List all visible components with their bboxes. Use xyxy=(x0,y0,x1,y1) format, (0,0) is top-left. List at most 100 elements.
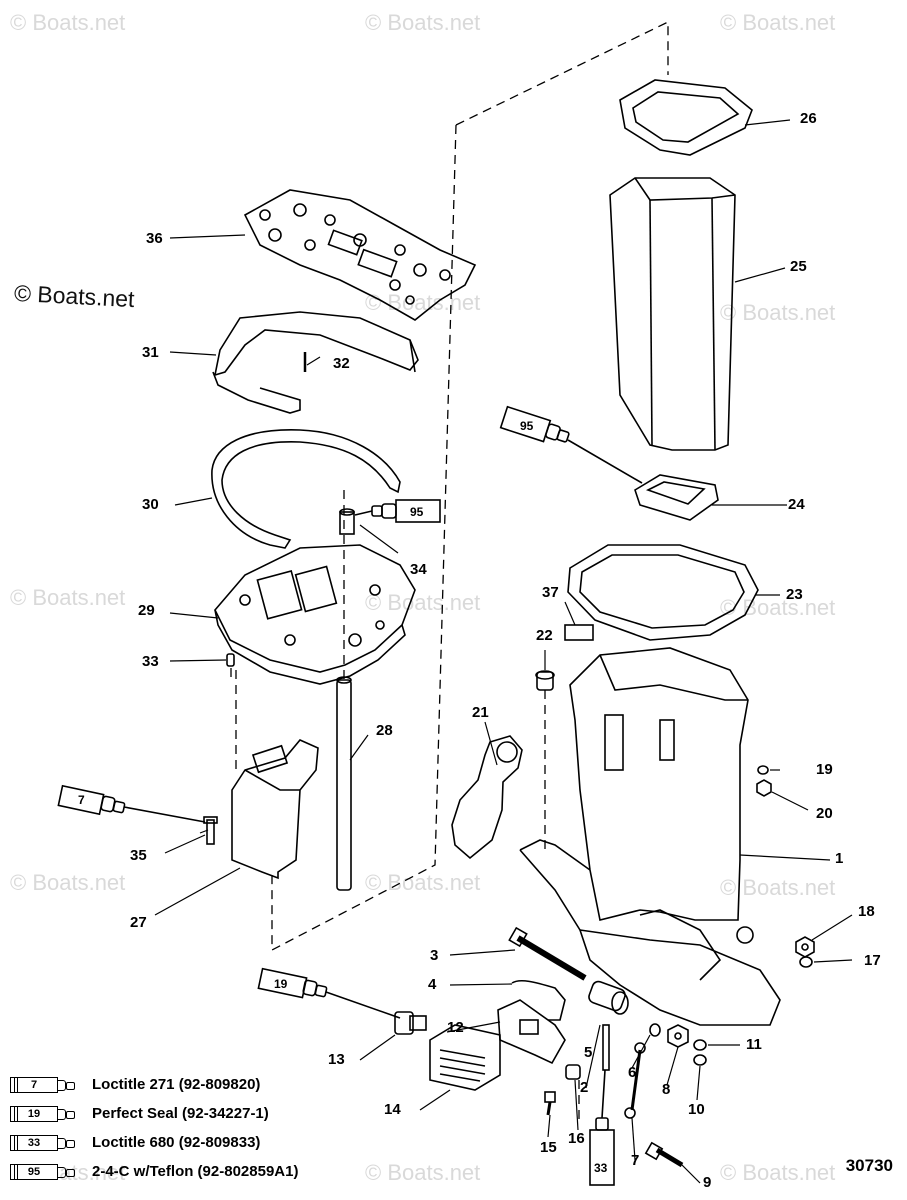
part-label-4: 4 xyxy=(428,976,437,993)
washer-19 xyxy=(757,765,769,775)
legend-row: 33 Loctitle 680 (92-809833) xyxy=(10,1128,340,1157)
part-label-36: 36 xyxy=(146,230,163,247)
washer-17 xyxy=(799,956,813,968)
part-label-10: 10 xyxy=(688,1101,705,1118)
tube-callout-33: 33 xyxy=(594,1161,608,1175)
leader-lines xyxy=(154,119,853,1184)
tube-callout-19: 19 xyxy=(274,977,288,991)
sealant-tube-19 xyxy=(257,967,401,1019)
legend-row: 7 Loctitle 271 (92-809820) xyxy=(10,1070,340,1099)
sealant-tube-icon: 19 xyxy=(10,1105,76,1122)
seal-strip-31 xyxy=(212,311,419,414)
sleeve-34 xyxy=(339,508,355,535)
assembly-dashed-lines xyxy=(230,20,669,1125)
watermark: © Boats.net xyxy=(365,590,481,615)
rod-2 xyxy=(602,1024,610,1071)
figure-number: 30730 xyxy=(845,1156,893,1175)
gasket-23 xyxy=(567,544,759,641)
part-label-29: 29 xyxy=(138,602,155,619)
part-label-5: 5 xyxy=(584,1044,593,1061)
nut-18 xyxy=(795,936,815,958)
dowel-33 xyxy=(226,653,235,667)
part-label-26: 26 xyxy=(800,110,817,127)
nut-16 xyxy=(565,1064,581,1080)
watermark: © Boats.net xyxy=(10,585,126,610)
watermark: © Boats.net xyxy=(10,10,126,35)
part-label-33: 33 xyxy=(142,653,159,670)
tube-callout-7: 7 xyxy=(78,793,85,807)
washer-6 xyxy=(649,1023,661,1037)
part-label-9: 9 xyxy=(703,1174,712,1191)
watermark: © Boats.net xyxy=(10,870,126,895)
part-label-16: 16 xyxy=(568,1130,585,1147)
part-label-25: 25 xyxy=(790,258,807,275)
screw-13 xyxy=(394,1011,427,1035)
sleeve-5 xyxy=(588,980,629,1015)
sealant-tube-icon: 7 xyxy=(10,1076,76,1093)
sealant-tube-icon: 33 xyxy=(10,1134,76,1151)
sealant-tube-33 xyxy=(589,1069,615,1186)
tube-callout-95-upper: 95 xyxy=(520,419,534,433)
adapter-plate-29 xyxy=(214,544,416,685)
part-label-17: 17 xyxy=(864,952,881,969)
watermark: © Boats.net xyxy=(365,10,481,35)
part-label-34: 34 xyxy=(410,561,427,578)
screw-35 xyxy=(203,816,218,845)
part-label-24: 24 xyxy=(788,496,805,513)
part-label-22: 22 xyxy=(536,627,553,644)
part-label-8: 8 xyxy=(662,1081,671,1098)
part-label-19: 19 xyxy=(816,761,833,778)
cable-tie-4 xyxy=(511,980,566,1021)
screw-9 xyxy=(644,1141,684,1168)
clamp-bracket-12 xyxy=(497,999,566,1065)
legend-code: 7 xyxy=(10,1076,58,1093)
watermark: © Boats.net xyxy=(720,1160,836,1185)
legend-code: 19 xyxy=(10,1105,58,1122)
part-label-23: 23 xyxy=(786,586,803,603)
part-label-1: 1 xyxy=(835,850,844,867)
sealant-tube-95-upper xyxy=(499,405,643,484)
watermark: © Boats.net xyxy=(720,300,836,325)
legend-text: Loctitle 271 (92-809820) xyxy=(92,1076,261,1093)
legend-text: Loctitle 680 (92-809833) xyxy=(92,1134,261,1151)
seal-ring-26 xyxy=(619,79,753,156)
water-tube-28 xyxy=(336,676,352,891)
gasket-plate-36 xyxy=(243,189,477,321)
part-label-21: 21 xyxy=(472,704,489,721)
legend-code: 95 xyxy=(10,1163,58,1180)
part-label-30: 30 xyxy=(142,496,159,513)
part-label-2: 2 xyxy=(580,1079,589,1096)
washer-11 xyxy=(693,1039,707,1051)
part-label-31: 31 xyxy=(142,344,159,361)
screw-15 xyxy=(544,1091,556,1116)
driveshaft-housing-1 xyxy=(519,647,781,1026)
part-label-15: 15 xyxy=(540,1139,557,1156)
part-label-18: 18 xyxy=(858,903,875,920)
rubber-seal-24 xyxy=(634,474,719,521)
bracket-21 xyxy=(451,735,523,860)
part-label-7: 7 xyxy=(631,1152,640,1169)
part-label-20: 20 xyxy=(816,805,833,822)
tube-callout-95-lower: 95 xyxy=(410,505,424,519)
part-label-37: 37 xyxy=(542,584,559,601)
sealant-tube-7 xyxy=(57,784,206,823)
sealant-tube-icon: 95 xyxy=(10,1163,76,1180)
exhaust-tube-27 xyxy=(231,739,319,880)
watermark: © Boats.net xyxy=(365,1160,481,1185)
washer-10 xyxy=(693,1054,707,1066)
part-label-32: 32 xyxy=(333,355,350,372)
part-label-27: 27 xyxy=(130,914,147,931)
bolt-3 xyxy=(508,926,587,981)
water-grille-14 xyxy=(429,1024,501,1091)
part-label-14: 14 xyxy=(384,1101,401,1118)
part-label-28: 28 xyxy=(376,722,393,739)
nut-20 xyxy=(756,779,772,797)
part-label-6: 6 xyxy=(628,1064,637,1081)
seal-loop-30 xyxy=(211,429,401,549)
part-label-3: 3 xyxy=(430,947,439,964)
watermark: © Boats.net xyxy=(720,10,836,35)
